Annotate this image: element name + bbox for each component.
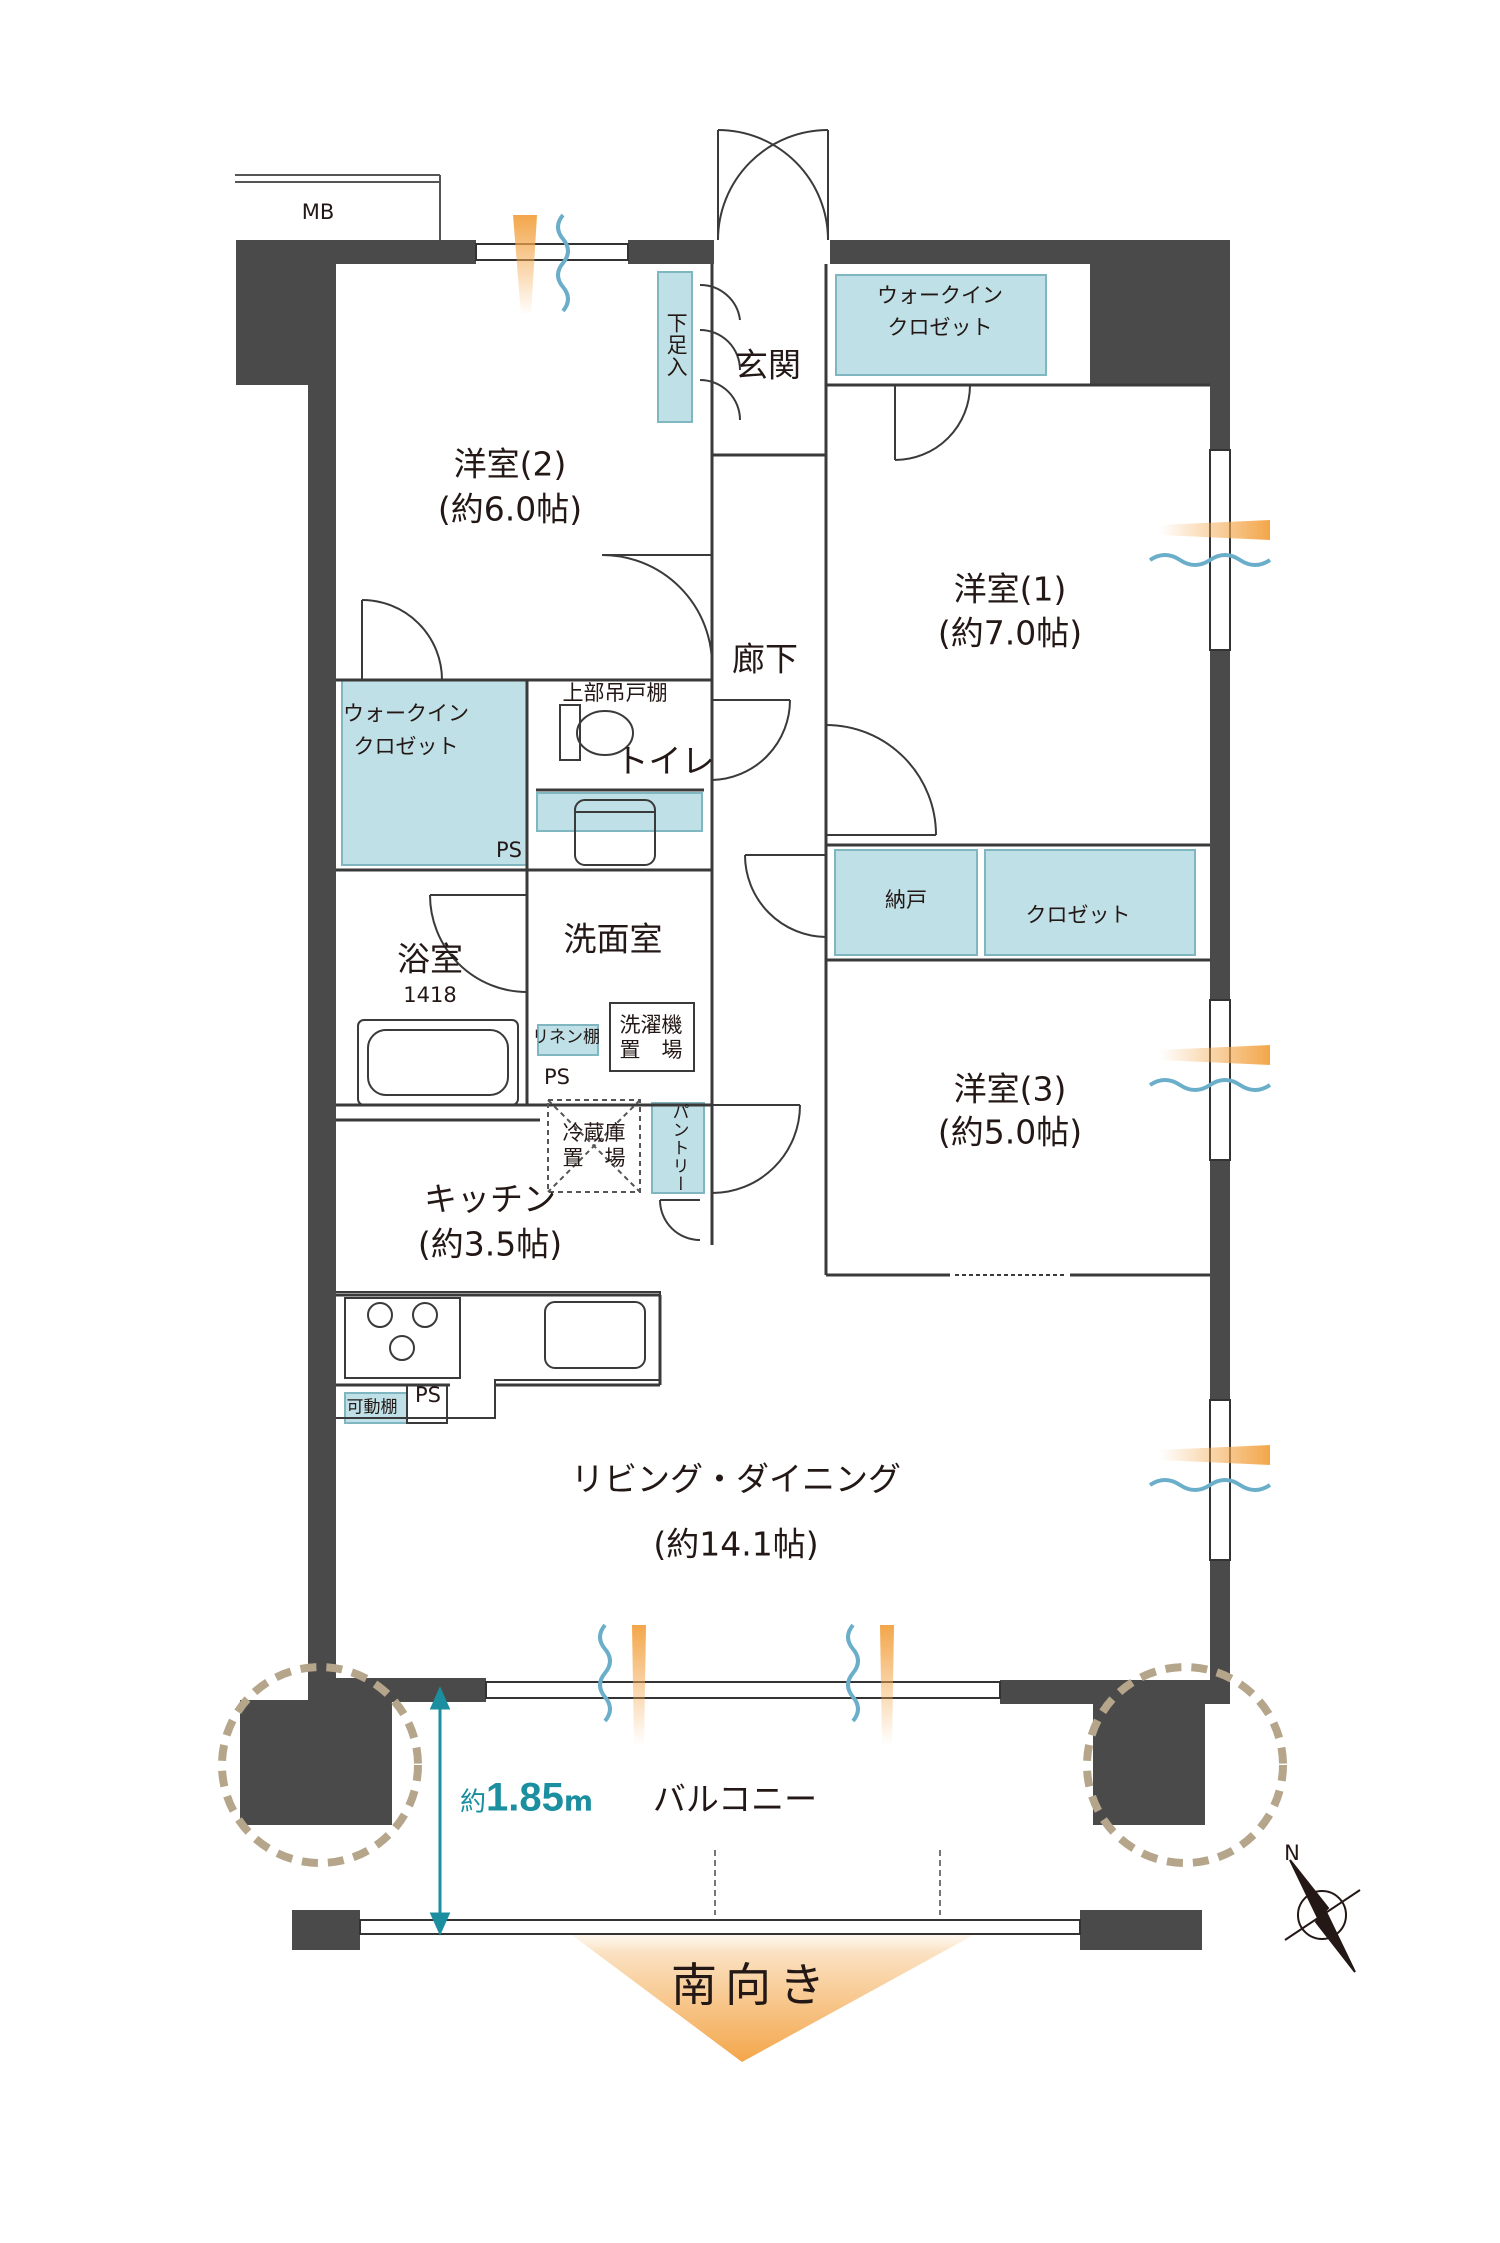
sun-direction-arrow: [545, 1915, 1010, 2062]
washroom-label: 洗面室: [563, 919, 663, 959]
washbasin: [574, 799, 656, 866]
kitchen-area: (約3.5帖): [417, 1224, 563, 1264]
washer-space-label: 洗濯機置 場: [619, 1012, 683, 1062]
storage-areas: [341, 271, 1196, 1424]
closet-label: クロゼット: [1025, 902, 1131, 927]
mb-box: [235, 174, 441, 240]
room-2-name: 洋室(2): [453, 444, 567, 484]
kitchen-counter: [336, 1291, 661, 1424]
room-1-name: 洋室(1): [953, 569, 1067, 609]
fridge-space-label: 冷蔵庫置 場: [562, 1120, 626, 1170]
sunlight-rays: [513, 215, 1270, 1745]
washer-space: [609, 1002, 695, 1072]
walk-in-closet-top-label: ウォークインクロゼット: [877, 283, 1003, 340]
balcony-label: バルコニー: [652, 1779, 818, 1819]
room-3-name: 洋室(3): [953, 1069, 1067, 1109]
ps-label-3: PS: [415, 1382, 441, 1407]
toilet-label: トイレ: [615, 741, 715, 781]
living-dining-name: リビング・ダイニング: [571, 1459, 901, 1499]
mb-label: MB: [301, 199, 335, 224]
kitchen-name: キッチン: [424, 1179, 556, 1219]
balcony-railing: [714, 1850, 941, 1915]
pantry-label: パントリー: [668, 1103, 689, 1193]
ps-label-2: PS: [544, 1064, 570, 1089]
upper-cabinet-label: 上部吊戸棚: [562, 680, 668, 705]
doors: [361, 129, 1065, 1276]
linen-shelf-label: リネン棚: [532, 1027, 600, 1048]
shoe-storage-label: 下足入: [664, 312, 689, 378]
storage-room-label: 納戸: [885, 887, 927, 912]
ps-label-1: PS: [496, 837, 522, 862]
compass-rose-icon: [1284, 1859, 1361, 1973]
facing-direction-label: 南向き: [671, 1957, 833, 2012]
toilet-fixture: [559, 704, 634, 761]
balcony-depth-dimension: [429, 1686, 451, 1936]
balcony-depth-label: 約1.85m: [460, 1775, 594, 1820]
column-highlights: [218, 1663, 1287, 1867]
room-1-area: (約7.0帖): [937, 613, 1083, 653]
entrance-label: 玄関: [735, 345, 801, 385]
structural-walls: [236, 240, 1230, 1950]
bathroom-size: 1418: [403, 982, 457, 1007]
walk-in-closet-left-label: ウォークインクロゼット: [343, 701, 469, 758]
living-dining-area: (約14.1帖): [653, 1524, 819, 1564]
movable-shelf-label: 可動棚: [346, 1397, 398, 1418]
bathtub: [357, 1019, 519, 1106]
north-label: N: [1284, 1840, 1300, 1865]
bathroom-label: 浴室: [397, 939, 463, 979]
ventilation-waves: [556, 213, 1272, 1723]
fridge-space: [547, 1099, 641, 1193]
room-2-area: (約6.0帖): [437, 489, 583, 529]
room-3-area: (約5.0帖): [937, 1112, 1083, 1152]
corridor-label: 廊下: [732, 639, 798, 679]
